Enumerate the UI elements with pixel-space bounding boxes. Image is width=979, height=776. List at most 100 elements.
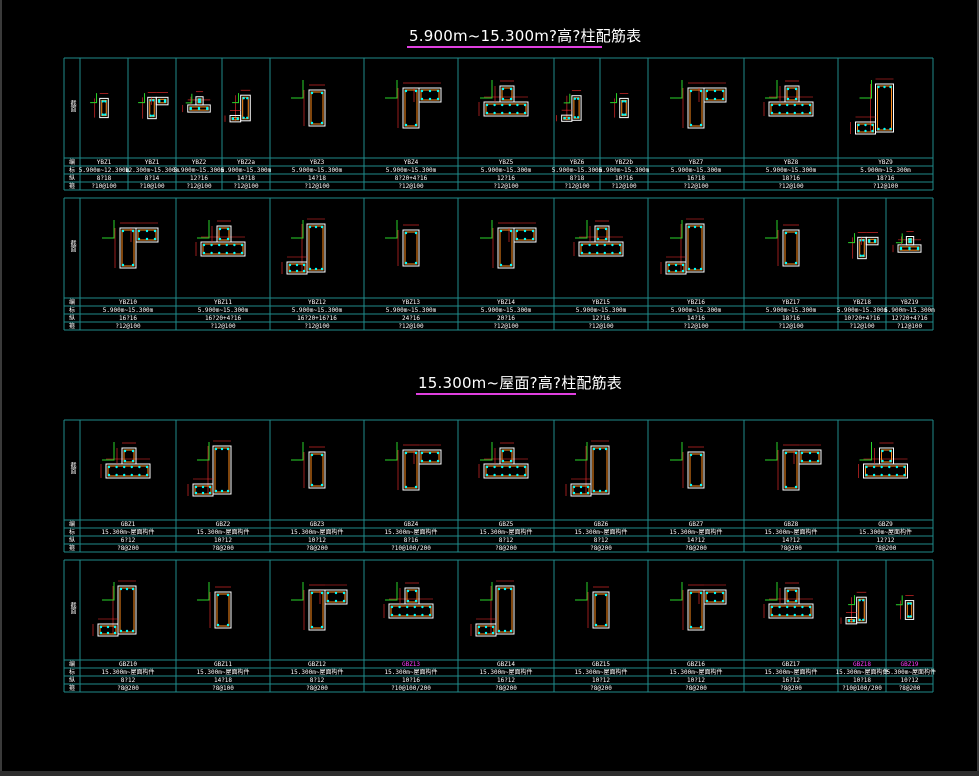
cell-longitudinal-rebar: 8?12	[593, 537, 609, 544]
cell-member-id: YBZ2	[191, 159, 207, 166]
cell-stirrup: ?12@100	[493, 183, 519, 190]
cell-elevation: 5.900m~15.300m	[551, 167, 603, 174]
cell-member-id: GBZ1	[120, 521, 136, 528]
cell-longitudinal-rebar: 20?16	[496, 315, 516, 322]
column-section-sketch	[291, 80, 326, 127]
column-section-sketch	[765, 442, 822, 491]
title-underline-2	[416, 393, 576, 395]
cell-longitudinal-rebar: 16?20+4?16	[204, 315, 242, 322]
cell-elevation: 5.900m~15.300m	[480, 167, 532, 174]
cell-member-id: YBZ2a	[236, 159, 256, 166]
cell-stirrup: ?12@100	[493, 323, 519, 330]
cell-elevation: 5.900m~15.300m	[102, 307, 154, 314]
cell-elevation: 5.900m~15.300m	[598, 167, 650, 174]
cell-elevation: 15.300m~屋面构件	[669, 669, 723, 676]
column-section-sketch	[385, 80, 442, 129]
cell-stirrup: ?8@200	[306, 545, 328, 552]
cell-longitudinal-rebar: 16?16	[118, 315, 138, 322]
cell-longitudinal-rebar: 10?18	[852, 677, 872, 684]
cell-elevation: 5.900m~15.300m	[765, 167, 817, 174]
cell-stirrup: ?12@100	[304, 183, 330, 190]
cell-longitudinal-rebar: 8?20+4?16	[394, 175, 428, 182]
column-section-sketch	[102, 220, 159, 269]
cell-longitudinal-rebar: 10?12	[900, 677, 919, 684]
cell-longitudinal-rebar: 16?20+16?16	[297, 315, 337, 322]
cell-longitudinal-rebar: 10?16	[614, 175, 634, 182]
cell-stirrup: ?8@200	[685, 545, 707, 552]
cell-longitudinal-rebar: 14?18	[236, 175, 256, 182]
cell-elevation: 15.300m~屋面构件	[479, 529, 533, 536]
column-section-sketch	[670, 582, 727, 631]
cell-member-id: GBZ6	[593, 521, 609, 528]
row-label: 箍	[68, 545, 76, 552]
column-section-sketch	[138, 92, 169, 120]
cell-stirrup: ?10@100	[91, 183, 117, 190]
cell-stirrup: ?10@100	[139, 183, 165, 190]
cell-stirrup: ?12@100	[398, 183, 424, 190]
cell-stirrup: ?12@100	[233, 183, 259, 190]
cell-stirrup: ?12@100	[588, 323, 614, 330]
cell-elevation: 15.300m~屋面构件	[384, 529, 438, 536]
column-section-sketch	[195, 220, 246, 257]
cell-member-id: YBZ9	[878, 159, 893, 166]
cell-stirrup: ?8@200	[780, 685, 802, 692]
row-label: 纵	[68, 175, 76, 182]
cell-elevation: 15.300m~屋面构件	[669, 529, 723, 536]
cell-elevation: 12.300m~15.300m	[124, 167, 180, 174]
cell-elevation: 5.900m~15.300m	[884, 307, 935, 314]
cell-member-id: YBZ2b	[614, 159, 634, 166]
cell-elevation: 15.300m~屋面构件	[196, 669, 250, 676]
column-section-sketch	[556, 90, 582, 122]
column-section-sketch	[90, 93, 109, 119]
cell-member-id: YBZ8	[783, 159, 799, 166]
row-label-section: 截面	[69, 602, 76, 614]
cell-elevation: 5.900m~15.300m	[670, 167, 722, 174]
cell-longitudinal-rebar: 12?16	[591, 315, 611, 322]
cell-elevation: 5.900m~15.300m	[385, 307, 437, 314]
cell-longitudinal-rebar: 16?18	[686, 175, 706, 182]
cell-longitudinal-rebar: 10?12	[213, 537, 233, 544]
cell-member-id: YBZ5	[498, 159, 514, 166]
cell-member-id: GBZ19	[900, 661, 919, 668]
row-label: 纵	[68, 315, 76, 322]
cell-member-id: GBZ18	[852, 661, 872, 668]
cell-stirrup: ?12@100	[849, 323, 875, 330]
cell-stirrup: ?12@100	[564, 183, 590, 190]
cell-stirrup: ?12@100	[896, 323, 923, 330]
cell-member-id: YBZ11	[213, 299, 233, 306]
cell-longitudinal-rebar: 8?16	[403, 537, 419, 544]
cell-stirrup: ?12@100	[304, 323, 330, 330]
cell-elevation: 15.300m~屋面构件	[883, 669, 936, 676]
row-label: 编	[68, 159, 76, 166]
cell-elevation: 5.900m~15.300m	[220, 167, 272, 174]
cell-member-id: GBZ15	[591, 661, 611, 668]
column-section-sketch	[383, 582, 434, 619]
cell-elevation: 15.300m~屋面构件	[384, 669, 438, 676]
table-title-1: 5.900m~15.300m?高?柱配筋表	[409, 27, 642, 45]
cell-stirrup: ?12@100	[872, 183, 899, 190]
cell-member-id: GBZ2	[215, 521, 231, 528]
cell-stirrup: ?8@200	[780, 545, 802, 552]
cell-member-id: YBZ17	[781, 299, 801, 306]
column-section-sketch	[858, 442, 908, 479]
cell-elevation: 5.900m~15.300m	[836, 307, 888, 314]
column-section-sketch	[92, 580, 137, 637]
column-section-sketch	[182, 91, 211, 113]
column-section-sketch	[281, 218, 326, 275]
cell-longitudinal-rebar: 12?12	[876, 537, 895, 544]
row-label: 纵	[68, 677, 76, 684]
cell-elevation: 15.300m~屋面构件	[101, 529, 155, 536]
column-section-sketch	[385, 220, 420, 267]
title-underline-1	[407, 46, 602, 48]
cell-longitudinal-rebar: 12?16	[189, 175, 209, 182]
column-section-sketch	[660, 218, 705, 275]
cell-longitudinal-rebar: 14?18	[307, 175, 327, 182]
cell-longitudinal-rebar: 14?12	[781, 537, 801, 544]
column-section-sketch	[670, 442, 705, 489]
row-label: 标	[68, 669, 76, 676]
column-section-sketch	[892, 231, 922, 253]
column-section-sketch	[100, 442, 151, 479]
cell-member-id: YBZ1	[144, 159, 160, 166]
